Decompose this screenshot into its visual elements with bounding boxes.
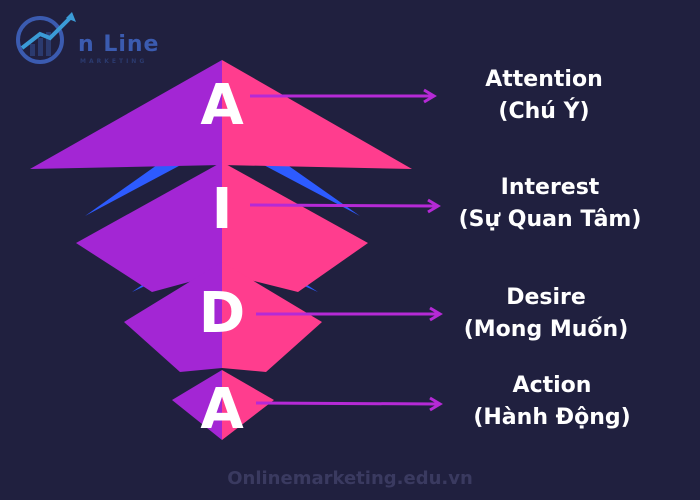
level-3-left-face [124, 262, 222, 372]
logo-text: n Line [78, 32, 160, 57]
label-action-title: Action [512, 373, 592, 398]
letter-action: A [200, 377, 244, 442]
letter-desire: D [199, 281, 245, 346]
logo-circle-icon [16, 12, 76, 64]
arrow-desire-head [429, 306, 443, 322]
label-interest: Interest (Sự Quan Tâm) [430, 172, 670, 236]
arrow-attention-head [423, 88, 437, 104]
label-interest-title: Interest [500, 175, 600, 200]
level-4-right-face [222, 370, 274, 440]
label-attention-subtitle: (Chú Ý) [498, 99, 590, 124]
level-2-left-face [76, 162, 222, 292]
arrows [249, 88, 443, 412]
label-desire: Desire (Mong Muốn) [426, 282, 666, 346]
letter-attention: A [200, 73, 244, 138]
level-1-left-face [30, 60, 222, 169]
level-4-left-face [172, 370, 222, 440]
arrow-action-head [429, 396, 443, 412]
label-interest-subtitle: (Sự Quan Tâm) [458, 207, 642, 232]
label-desire-subtitle: (Mong Muốn) [463, 317, 629, 342]
logo-subtext: MARKETING [80, 58, 148, 65]
arrow-action [255, 401, 439, 406]
label-action: Action (Hành Động) [432, 370, 672, 434]
label-attention-title: Attention [485, 67, 603, 92]
footer-watermark: Onlinemarketing.edu.vn [227, 468, 473, 489]
label-action-subtitle: (Hành Động) [473, 405, 631, 430]
level-2-right-face [222, 162, 368, 292]
arrow-interest-head [427, 198, 441, 214]
pyramid-level-interest [76, 162, 368, 292]
pyramid-level-desire [124, 262, 322, 372]
level-1-right-face [222, 60, 412, 169]
pyramid-level-action [172, 370, 274, 440]
label-desire-title: Desire [506, 285, 586, 310]
label-attention: Attention (Chú Ý) [424, 64, 664, 128]
pyramid-level-attention [30, 60, 412, 216]
level-3-right-face [222, 262, 322, 372]
brand-logo: n Line MARKETING [10, 8, 170, 68]
arrow-interest [249, 203, 437, 208]
letter-interest: I [212, 177, 233, 242]
